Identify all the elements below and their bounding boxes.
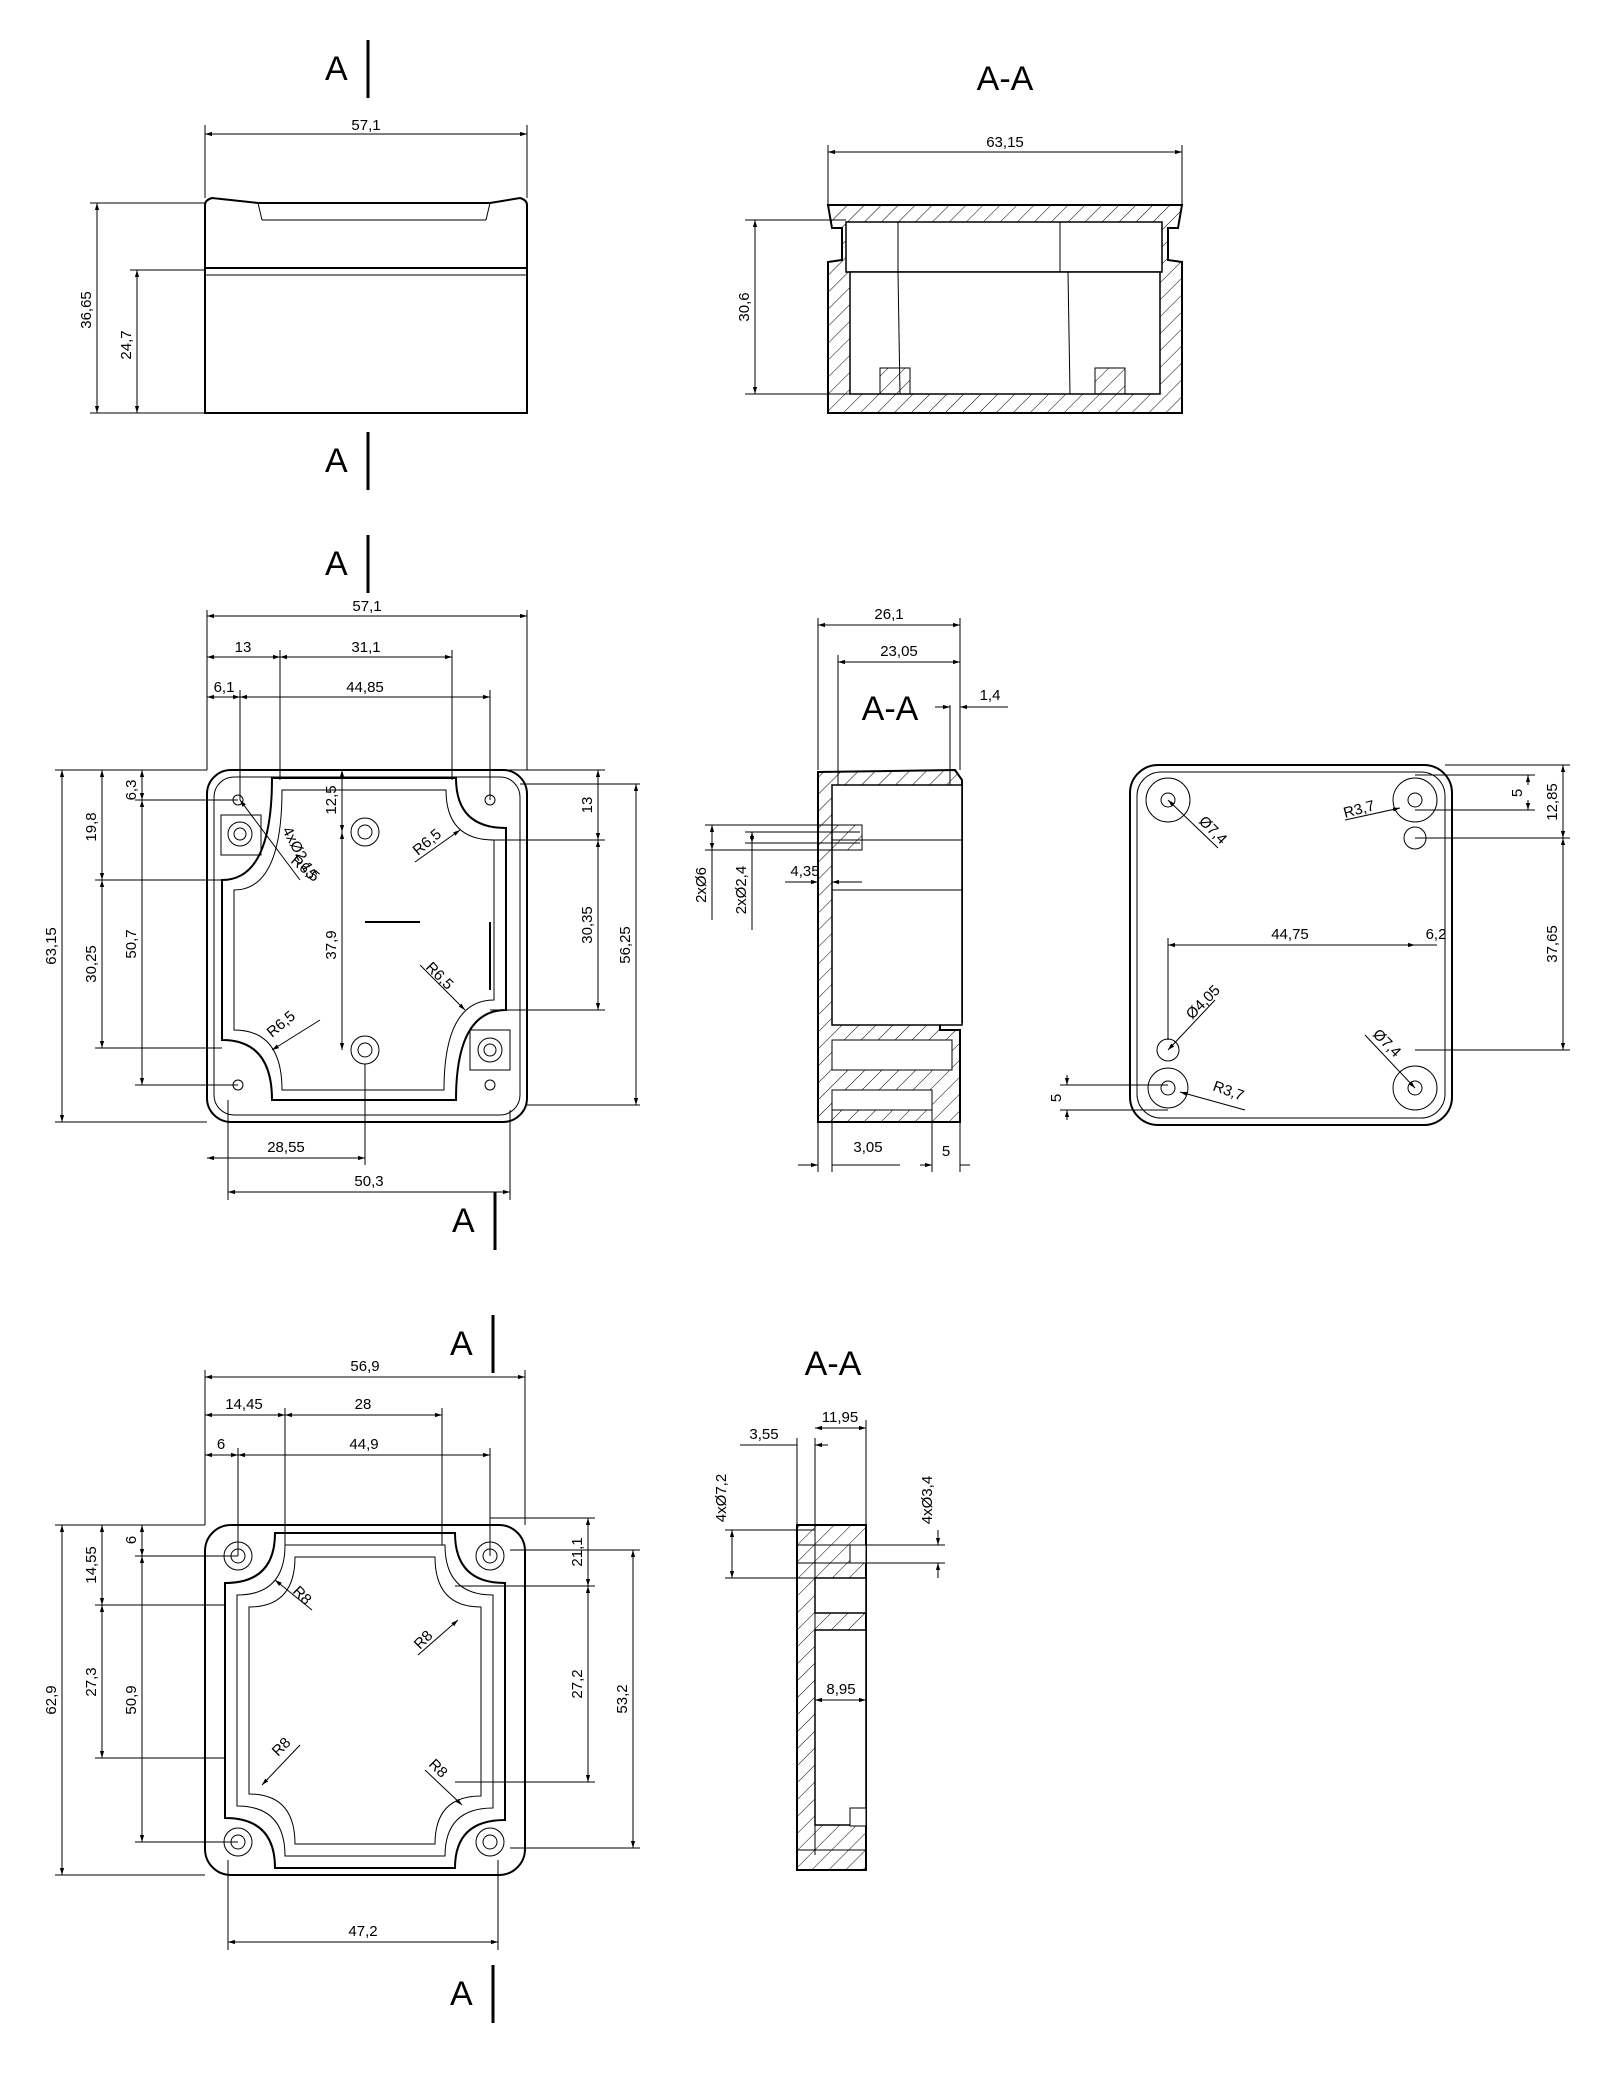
dim-side-5: 5 bbox=[942, 1143, 950, 1160]
dim-base-27-2: 27,2 bbox=[569, 1669, 586, 1698]
dim-bottom-5-top: 5 bbox=[1509, 789, 1526, 797]
dim-side-4-35: 4,35 bbox=[790, 863, 819, 880]
dim-side-23-05: 23,05 bbox=[880, 643, 918, 660]
dim-base-28: 28 bbox=[355, 1396, 372, 1413]
dim-plan-28-55: 28,55 bbox=[267, 1139, 305, 1156]
dim-base-44-9: 44,9 bbox=[349, 1436, 378, 1453]
dim-base-sec-3-55: 3,55 bbox=[749, 1426, 778, 1443]
section-mark-a-bottom: A bbox=[325, 442, 348, 480]
dim-plan-13: 13 bbox=[235, 639, 252, 656]
dim-base-21-1: 21,1 bbox=[569, 1537, 586, 1566]
dim-base-14-45: 14,45 bbox=[225, 1396, 263, 1413]
dim-base-6-vertical: 6 bbox=[123, 1536, 140, 1544]
dim-base-sec-4x7-2: 4xØ7,2 bbox=[713, 1474, 730, 1522]
view-plan: A A 57,1 13 31,1 6,1 44,85 bbox=[43, 535, 640, 1250]
dim-bottom-44-75: 44,75 bbox=[1271, 926, 1309, 943]
dim-plan-6-3: 6,3 bbox=[123, 780, 140, 801]
section-mark-a-base-top: A bbox=[450, 1325, 473, 1363]
dim-plan-37-9: 37,9 bbox=[323, 930, 340, 959]
dim-plan-19-8: 19,8 bbox=[83, 812, 100, 841]
view-lid-section: A-A 63,15 30,6 bbox=[736, 60, 1184, 414]
dim-plan-r65-b: R6,5 bbox=[410, 826, 445, 859]
dim-base-sec-4x3-4: 4xØ3,4 bbox=[919, 1476, 936, 1524]
dim-bottom-r3-7-b: R3,7 bbox=[1211, 1078, 1247, 1105]
dim-bottom-7-4-b: Ø7,4 bbox=[1369, 1026, 1404, 1061]
dim-base-sec-8-95: 8,95 bbox=[826, 1681, 855, 1698]
dim-bottom-37-65: 37,65 bbox=[1544, 925, 1561, 963]
view-side-section: A-A 26,1 23,05 1,4 2xØ6 2xØ2,4 4,35 bbox=[693, 606, 1008, 1172]
dim-bottom-6-2: 6,2 bbox=[1426, 926, 1447, 943]
dim-side-2x2-4: 2xØ2,4 bbox=[733, 866, 750, 914]
dim-bottom-12-85: 12,85 bbox=[1544, 783, 1561, 821]
dim-base-50-9: 50,9 bbox=[123, 1685, 140, 1714]
dim-base-sec-11-95: 11,95 bbox=[822, 1409, 858, 1426]
dim-base-53-2: 53,2 bbox=[614, 1684, 631, 1713]
dim-plan-height: 63,15 bbox=[43, 927, 60, 965]
dim-base-62-9: 62,9 bbox=[43, 1685, 60, 1714]
view-lid-front: 57,1 36,65 24,7 A A bbox=[78, 40, 528, 490]
section-mark-a-plan-top: A bbox=[325, 545, 348, 583]
dim-base-r8-b: R8 bbox=[411, 1627, 437, 1653]
section-title-3: A-A bbox=[805, 1345, 862, 1383]
dim-bottom-5-left: 5 bbox=[1048, 1094, 1065, 1102]
section-mark-a-base-bottom: A bbox=[450, 1975, 473, 2013]
dim-plan-56-25: 56,25 bbox=[617, 926, 634, 964]
dim-plan-50-7: 50,7 bbox=[123, 929, 140, 958]
view-bottom: Ø7,4 R3,7 5 12,85 37,65 44,75 6,2 Ø4,05 … bbox=[1048, 764, 1570, 1126]
section-title-1: A-A bbox=[977, 60, 1034, 98]
dim-plan-30-25: 30,25 bbox=[83, 945, 100, 983]
section-mark-a-top: A bbox=[325, 50, 348, 88]
dim-bottom-r3-7-a: R3,7 bbox=[1342, 797, 1377, 822]
dim-plan-44-85: 44,85 bbox=[346, 679, 384, 696]
dim-plan-30-35: 30,35 bbox=[579, 906, 596, 944]
dim-lid-section-width: 63,15 bbox=[986, 134, 1024, 151]
dim-plan-13-right: 13 bbox=[579, 797, 596, 814]
dim-base-14-55: 14,55 bbox=[83, 1546, 100, 1584]
section-title-2: A-A bbox=[862, 690, 919, 728]
dim-side-1-4: 1,4 bbox=[980, 687, 1001, 704]
dim-base-47-2: 47,2 bbox=[348, 1923, 377, 1940]
view-base-section: A-A 3,55 11,95 4xØ7,2 4xØ3,4 8,95 bbox=[713, 1345, 945, 1871]
dim-plan-50-3: 50,3 bbox=[354, 1173, 383, 1190]
dim-side-2x6: 2xØ6 bbox=[693, 867, 710, 903]
dim-lid-width: 57,1 bbox=[351, 117, 380, 134]
dim-base-r8-a: R8 bbox=[289, 1583, 315, 1609]
dim-plan-12-5: 12,5 bbox=[323, 785, 340, 814]
dim-plan-31-1: 31,1 bbox=[351, 639, 380, 656]
section-mark-a-plan-bottom: A bbox=[452, 1202, 475, 1240]
dim-plan-width: 57,1 bbox=[352, 598, 381, 615]
dim-base-6: 6 bbox=[217, 1436, 225, 1453]
dim-plan-6-1: 6,1 bbox=[214, 679, 235, 696]
view-base: A A 56,9 14,45 28 6 44,9 62,9 bbox=[43, 1315, 640, 2023]
dim-bottom-4-05: Ø4,05 bbox=[1183, 982, 1224, 1023]
dim-base-56-9: 56,9 bbox=[350, 1358, 379, 1375]
dim-side-26-1: 26,1 bbox=[874, 606, 903, 623]
dim-lid-height-body: 24,7 bbox=[118, 330, 135, 359]
dim-lid-height-total: 36,65 bbox=[78, 291, 95, 329]
dim-side-3-05: 3,05 bbox=[853, 1139, 882, 1156]
dim-lid-section-height: 30,6 bbox=[736, 292, 753, 321]
dim-plan-r65-c: R6,5 bbox=[422, 959, 456, 993]
dim-base-27-3: 27,3 bbox=[83, 1667, 100, 1696]
dim-base-r8-c: R8 bbox=[269, 1734, 295, 1760]
dim-base-r8-d: R8 bbox=[425, 1756, 451, 1782]
